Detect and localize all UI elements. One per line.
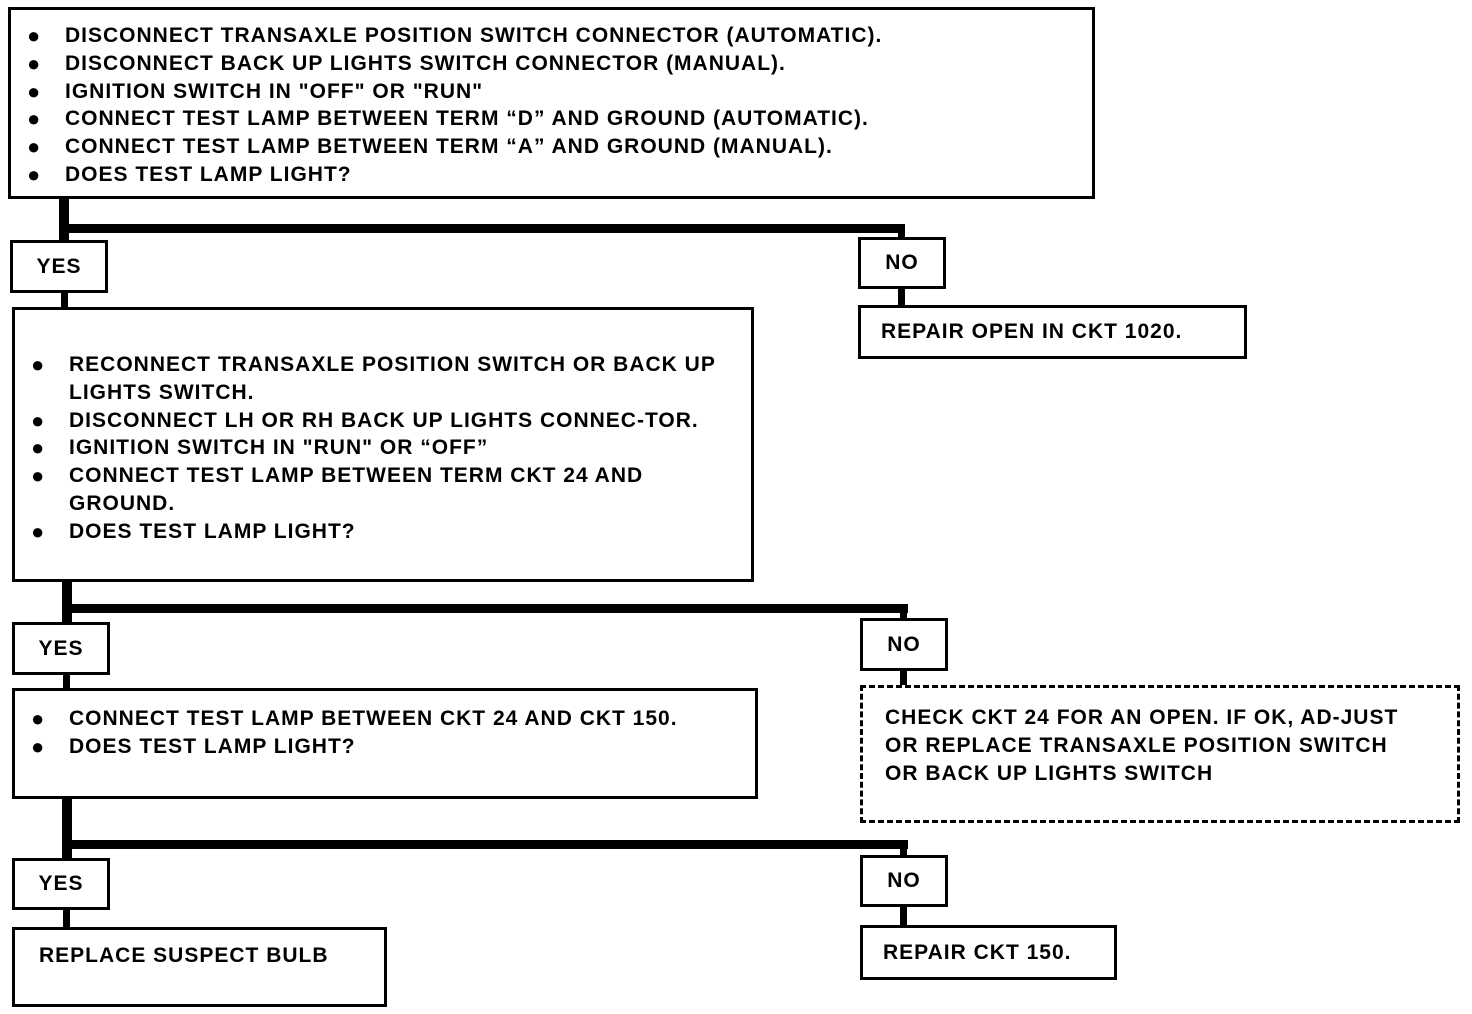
step1-item: ●DOES TEST LAMP LIGHT? (27, 161, 352, 187)
step1-item: ●DISCONNECT BACK UP LIGHTS SWITCH CONNEC… (27, 50, 786, 76)
connector-step2-down (62, 580, 72, 624)
step2-item: ●CONNECT TEST LAMP BETWEEN TERM CKT 24 A… (31, 463, 644, 515)
step3-list: ●CONNECT TEST LAMP BETWEEN CKT 24 AND CK… (15, 705, 715, 761)
step1-no-label: NO (858, 237, 946, 289)
step2-instruction-box: ●RECONNECT TRANSAXLE POSITION SWITCH OR … (12, 307, 754, 582)
step3-instruction-box: ●CONNECT TEST LAMP BETWEEN CKT 24 AND CK… (12, 688, 758, 799)
connector-step2-no-down (900, 604, 907, 620)
step3-no-result: REPAIR CKT 150. (860, 925, 1117, 980)
connector-step3-down (62, 797, 72, 861)
connector-no3-down (900, 905, 907, 927)
step2-no-result: CHECK CKT 24 FOR AN OPEN. IF OK, AD-JUST… (860, 685, 1460, 823)
step3-item: ●DOES TEST LAMP LIGHT? (31, 733, 356, 759)
connector-step2-branch (62, 604, 908, 613)
connector-no1-down (898, 288, 905, 307)
step1-item: ●DISCONNECT TRANSAXLE POSITION SWITCH CO… (27, 23, 883, 48)
step3-yes-result: REPLACE SUSPECT BULB (12, 927, 387, 1007)
connector-step1-branch (59, 224, 905, 233)
step1-instruction-box: ●DISCONNECT TRANSAXLE POSITION SWITCH CO… (8, 7, 1095, 199)
step2-item: ●IGNITION SWITCH IN "RUN" OR “OFF” (31, 435, 489, 461)
step2-item: ●DISCONNECT LH OR RH BACK UP LIGHTS CONN… (31, 407, 699, 433)
connector-no2-down (900, 669, 907, 688)
connector-step1-no-down (898, 224, 905, 240)
connector-yes1-down (61, 292, 68, 309)
step3-item: ●CONNECT TEST LAMP BETWEEN CKT 24 AND CK… (31, 706, 678, 731)
step2-item: ●RECONNECT TRANSAXLE POSITION SWITCH OR … (31, 352, 716, 404)
step2-item: ●DOES TEST LAMP LIGHT? (31, 518, 356, 544)
step1-no-result: REPAIR OPEN IN CKT 1020. (858, 305, 1247, 359)
step1-item: ●IGNITION SWITCH IN "OFF" OR "RUN" (27, 78, 484, 104)
connector-yes2-down (63, 673, 70, 690)
step2-yes-label: YES (12, 622, 110, 675)
connector-yes3-down (63, 908, 70, 929)
step3-yes-label: YES (12, 858, 110, 910)
step1-item: ●CONNECT TEST LAMP BETWEEN TERM “A” AND … (27, 134, 833, 160)
step3-no-label: NO (860, 855, 948, 907)
connector-step3-no-down (900, 840, 907, 859)
step2-no-label: NO (860, 618, 948, 671)
step1-item: ●CONNECT TEST LAMP BETWEEN TERM “D” AND … (27, 106, 869, 132)
connector-step1-down (59, 198, 69, 242)
step1-yes-label: YES (10, 240, 108, 293)
connector-step3-branch (62, 840, 908, 849)
step2-list: ●RECONNECT TRANSAXLE POSITION SWITCH OR … (15, 351, 731, 546)
step1-list: ●DISCONNECT TRANSAXLE POSITION SWITCH CO… (11, 22, 1092, 189)
